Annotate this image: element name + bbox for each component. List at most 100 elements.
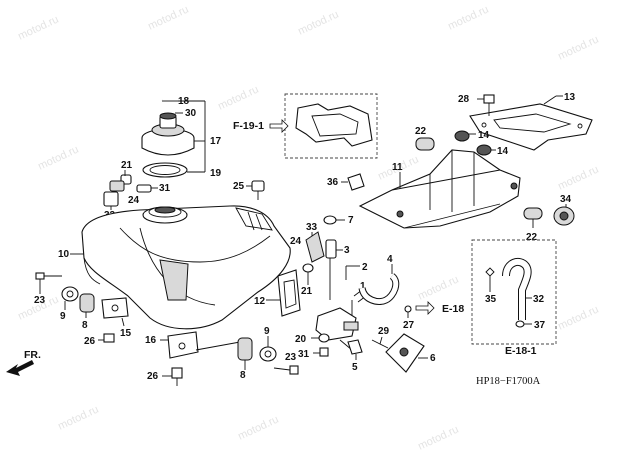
leader-lines-cap [162,100,206,173]
callout-12: 12 [254,296,266,307]
callout-25: 25 [233,181,245,192]
clamp-36 [341,173,365,191]
stand-pipe-2 [329,258,360,300]
callout-34: 34 [560,194,572,205]
callout-21-mid: 21 [301,286,313,297]
watermark: motod.ru [216,83,260,112]
callout-14-right: 14 [497,146,509,157]
callout-23-lower: 23 [285,352,297,363]
callout-31: 31 [159,183,171,194]
bolt-26b [162,367,183,386]
ref-f19-label: F-19-1 [233,120,264,132]
fuel-tank [81,205,291,330]
cap-gasket [142,162,188,178]
ref-e18-label: E-18 [442,303,464,315]
cushion-8 [79,293,95,318]
diagram-code: HP18−F1700A [476,376,541,387]
watermark: motod.ru [146,3,190,32]
callout-11: 11 [392,162,403,173]
bracket-15 [101,297,129,327]
watermark: motod.ru [416,273,460,302]
grommet-14-right [476,144,496,156]
fuel-hose-4 [358,264,400,305]
callout-32: 32 [533,294,545,305]
watermark: motod.ru [16,13,60,42]
callout-31-lower: 31 [298,349,310,360]
washer-7 [323,215,345,225]
callout-26: 26 [84,336,96,347]
watermark: motod.ru [56,403,100,432]
watermark: motod.ru [446,3,490,32]
grommet-25 [246,180,265,200]
callout-14: 14 [478,130,490,141]
callout-22-lower: 22 [526,232,538,243]
bolt-23b [273,365,299,375]
callout-19: 19 [210,168,222,179]
callout-37: 37 [534,320,546,331]
watermark: motod.ru [236,413,280,442]
fuel-cap [141,112,195,156]
callout-7: 7 [348,215,354,226]
callout-26-lower: 26 [147,371,159,382]
callout-27: 27 [403,320,415,331]
callout-35: 35 [485,294,497,305]
breather-tube [99,88,165,193]
callout-8-lower: 8 [240,370,246,381]
grommet-34 [553,204,575,226]
callout-4: 4 [387,254,393,265]
o-ring-20 [311,333,330,343]
bracket-16 [160,331,241,359]
clip-35 [485,267,495,292]
callout-3: 3 [344,245,350,256]
callout-17: 17 [210,136,222,147]
screw-31 [313,347,329,357]
ref-e18-1-label: E-18-1 [505,345,537,357]
guard-12 [266,269,301,317]
grommet-14-top [454,130,476,142]
fuel-filter-3 [325,239,343,259]
grommet-22-lower [523,207,543,228]
cushion-9 [61,286,79,310]
callout-28: 28 [458,94,470,105]
cushion-33 [305,231,325,263]
callout-9-lower: 9 [264,326,270,337]
callout-24: 24 [128,195,140,206]
watermark: motod.ru [556,303,600,332]
grommet-22-top [415,137,435,151]
watermark: motod.ru [556,163,600,192]
washer-21-mid [302,263,314,285]
plate-13 [469,95,593,151]
bolt-28 [477,94,495,116]
frame-11 [358,149,521,229]
callout-29: 29 [378,326,390,337]
callout-24-mid: 24 [290,236,302,247]
callout-20: 20 [295,334,307,345]
clip-parts-left [103,170,158,210]
seat-plate-outline [295,103,373,147]
screw-29 [371,336,389,349]
callout-36: 36 [327,177,339,188]
front-label: FR. [24,349,41,361]
cushion-9b [259,336,277,362]
bolt-23 [35,272,62,294]
callout-15: 15 [120,328,132,339]
hose-clip-27 [404,305,412,318]
watermark: motod.ru [296,8,340,37]
callout-5: 5 [352,362,358,373]
callout-16: 16 [145,335,157,346]
callout-30: 30 [185,108,197,119]
valve-plate-6 [385,333,428,373]
callout-22: 22 [415,126,427,137]
callout-2: 2 [362,262,368,273]
ref-arrow-e18 [415,301,435,315]
callout-6: 6 [430,353,436,364]
ref-arrow-f19 [269,119,289,133]
clip-37 [515,320,532,328]
watermark: motod.ru [416,423,460,452]
callout-1: 1 [360,281,366,292]
front-arrow-icon [6,360,34,376]
reference-box-e18-1 [471,239,557,345]
cushion-8b [237,337,253,370]
callout-18: 18 [178,96,190,107]
